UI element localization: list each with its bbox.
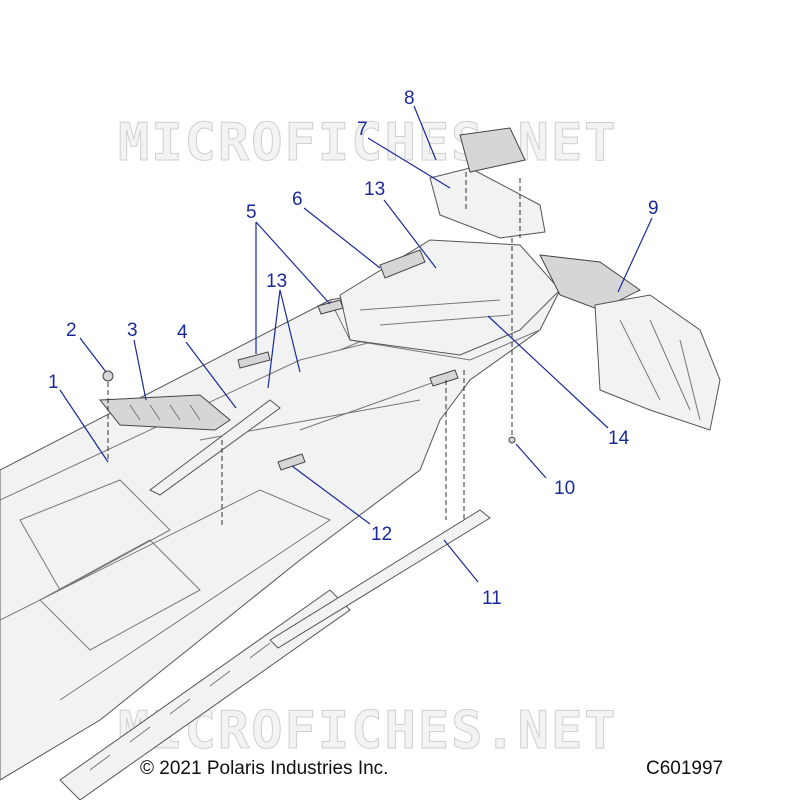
figure-code: C601997 — [646, 758, 724, 779]
callout-7: 7 — [357, 119, 368, 140]
cap-part-8 — [459, 127, 526, 173]
callout-2: 2 — [66, 320, 77, 341]
fastener-part-10 — [508, 436, 516, 444]
snowflap-part-9 — [539, 254, 721, 431]
callout-5: 5 — [246, 202, 257, 223]
watermark-top: MICROFICHES.NET — [118, 113, 618, 173]
strip-part-11 — [269, 509, 491, 649]
callout-10: 10 — [554, 478, 575, 499]
assembly-lines — [107, 172, 521, 528]
callout-9: 9 — [648, 198, 659, 219]
copyright-text: © 2021 Polaris Industries Inc. — [140, 758, 389, 779]
decal-part-5a — [237, 351, 271, 369]
decal-part-12 — [277, 453, 306, 471]
callout-3: 3 — [127, 320, 138, 341]
cover-part-7 — [429, 167, 546, 239]
nut-part-2 — [102, 370, 114, 382]
bracket-part-3 — [98, 394, 231, 431]
callout-6: 6 — [292, 189, 303, 210]
leader-lines — [59, 105, 653, 583]
callout-13-left: 13 — [266, 271, 287, 292]
callout-8: 8 — [404, 88, 415, 109]
decal-part-5b — [317, 299, 344, 315]
rear-deck-plate — [339, 239, 561, 356]
callout-12: 12 — [371, 524, 392, 545]
decal-rear — [429, 369, 459, 387]
callout-11: 11 — [482, 588, 502, 609]
rod-part-4 — [149, 399, 281, 496]
callout-13-top: 13 — [364, 179, 385, 200]
callout-1: 1 — [48, 372, 59, 393]
callout-4: 4 — [177, 322, 188, 343]
callout-14: 14 — [608, 428, 630, 449]
